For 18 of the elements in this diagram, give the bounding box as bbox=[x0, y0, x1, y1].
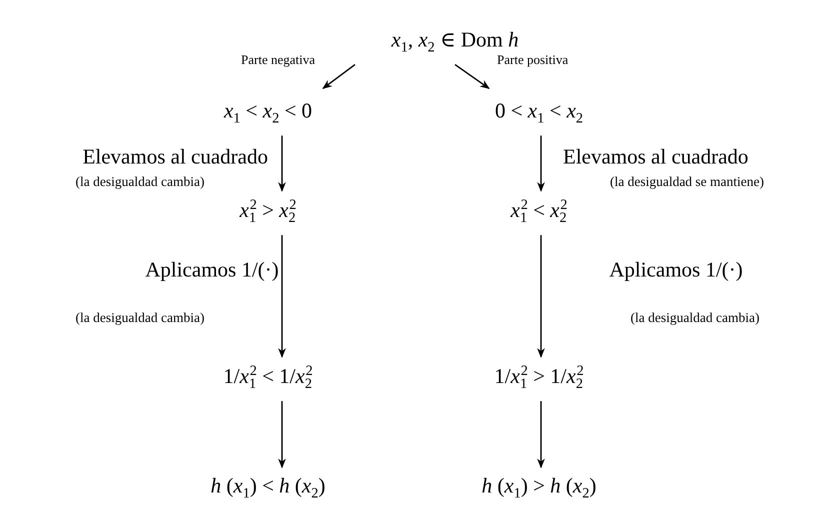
arrow bbox=[454, 64, 490, 89]
arrow bbox=[322, 64, 356, 89]
arrow bbox=[537, 136, 545, 192]
math-expression: h (x$_{1}$) < h (x$_{2}$) bbox=[210, 473, 326, 503]
arrow bbox=[278, 235, 286, 358]
edge-label: Parte negativa bbox=[241, 52, 315, 68]
note-text: (la desigualdad cambia) bbox=[630, 310, 760, 326]
arrow bbox=[278, 136, 286, 192]
note-text: (la desigualdad se mantiene) bbox=[610, 174, 764, 190]
math-expression: x$_{1}$ < x$_{2}$ < 0 bbox=[224, 98, 312, 128]
note-text: (la desigualdad cambia) bbox=[76, 174, 204, 190]
arrow bbox=[537, 235, 545, 358]
math-expression: 0 < x$_{1}$ < x$_{2}$ bbox=[494, 98, 584, 128]
edge-label: Parte positiva bbox=[497, 52, 568, 68]
math-expression: h (x$_{1}$) > h (x$_{2}$) bbox=[482, 473, 596, 503]
note-text: (la desigualdad cambia) bbox=[76, 310, 204, 326]
arrow bbox=[278, 401, 286, 468]
arrow bbox=[537, 401, 545, 468]
